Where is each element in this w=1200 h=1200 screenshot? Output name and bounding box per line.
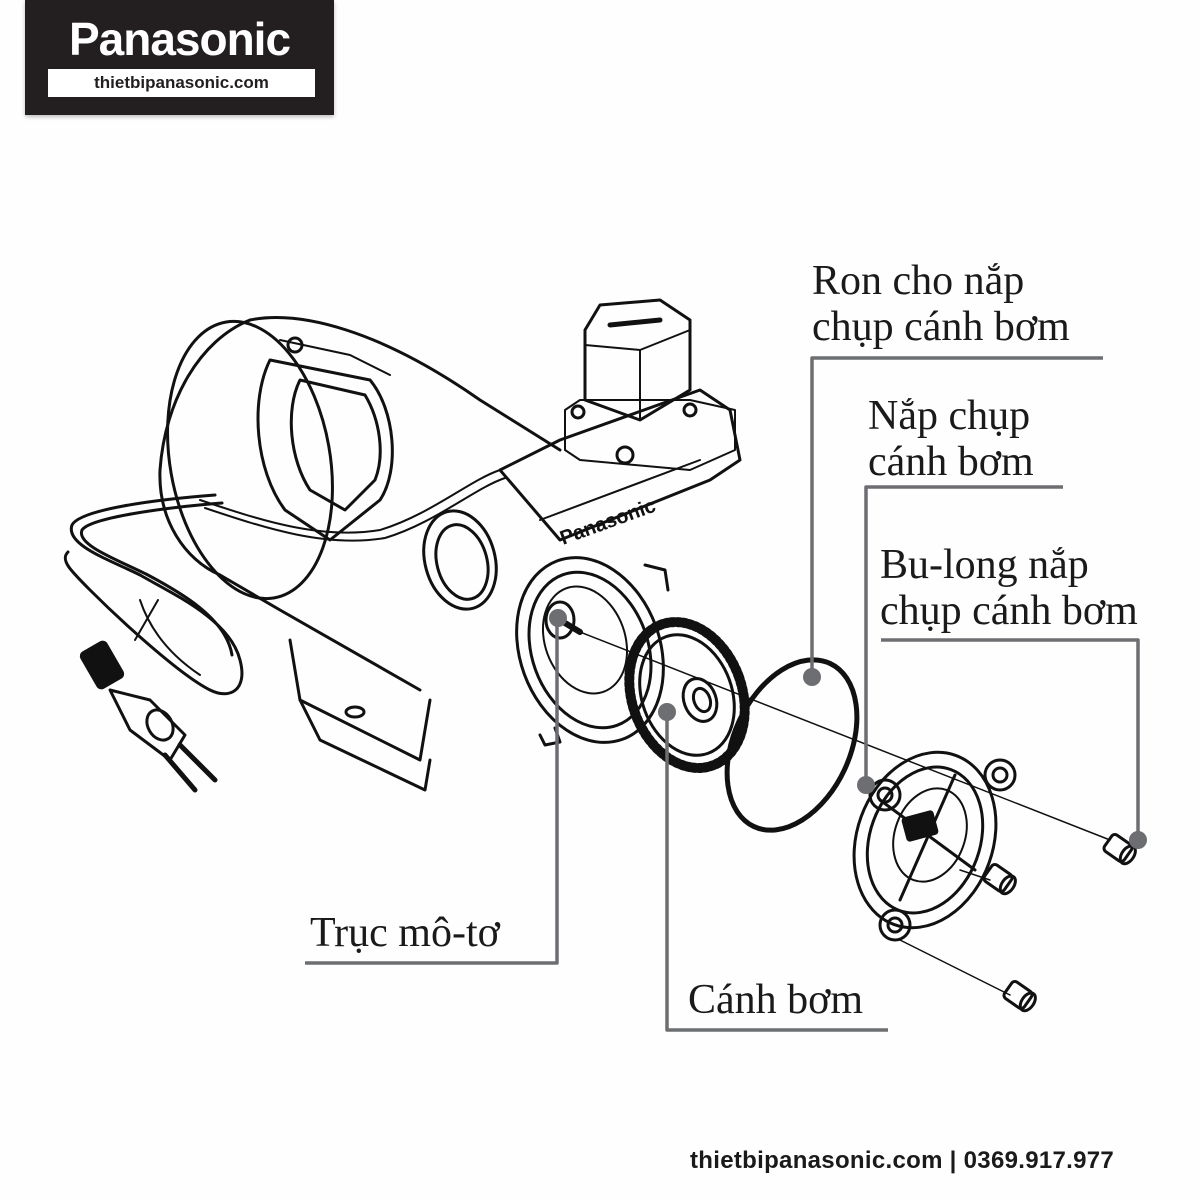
pump-housing-illustration: Panasonic	[422, 298, 742, 747]
label-impeller-cover-line2: cánh bơm	[868, 439, 1034, 485]
callout-dot-motor-shaft	[549, 609, 567, 627]
impeller-cover-illustration	[852, 750, 1017, 942]
label-gasket: Ron cho nắp chụp cánh bơm	[812, 258, 1070, 350]
footer-contact: thietbipanasonic.com | 0369.917.977	[690, 1147, 1115, 1174]
bolt-axis-line	[899, 939, 1011, 996]
leader-gasket	[810, 356, 1103, 675]
leader-impeller	[665, 712, 888, 1032]
callout-dot-cover-bolts	[1129, 831, 1147, 849]
gasket-illustration	[724, 657, 860, 833]
brand-logo-badge: Panasonic thietbipanasonic.com	[25, 0, 334, 115]
label-cover-bolts-line2: chụp cánh bơm	[880, 588, 1138, 634]
power-cord-illustration	[63, 493, 244, 793]
label-motor-shaft: Trục mô-tơ	[310, 910, 500, 956]
leader-cover-bolts	[881, 638, 1140, 840]
cover-bolts-illustration	[982, 832, 1137, 1013]
leader-impeller-cover	[864, 485, 1063, 782]
label-motor-shaft-line1: Trục mô-tơ	[310, 910, 500, 956]
label-cover-bolts-line1: Bu-long nắp	[880, 542, 1089, 588]
callout-dots	[549, 609, 1147, 849]
housing-emboss-text: Panasonic	[557, 495, 659, 550]
label-gasket-line2: chụp cánh bơm	[812, 304, 1070, 350]
callout-dot-gasket	[803, 668, 821, 686]
label-impeller-cover-line1: Nắp chụp	[868, 393, 1031, 439]
label-impeller: Cánh bơm	[688, 977, 863, 1023]
leader-motor-shaft	[305, 620, 559, 965]
impeller-illustration	[624, 617, 750, 773]
label-impeller-line1: Cánh bơm	[688, 977, 864, 1023]
brand-wordmark: Panasonic	[68, 13, 291, 65]
callout-dot-impeller-cover	[857, 776, 875, 794]
brand-url-badge: thietbipanasonic.com	[48, 69, 315, 97]
assembly-axis-line	[579, 631, 1111, 841]
label-cover-bolts: Bu-long nắp chụp cánh bơm	[880, 542, 1138, 634]
motor-housing-illustration	[158, 316, 562, 792]
callout-leader-lines	[305, 356, 1140, 1032]
label-gasket-line1: Ron cho nắp	[812, 258, 1025, 304]
callout-dot-impeller	[658, 703, 676, 721]
label-impeller-cover: Nắp chụp cánh bơm	[868, 393, 1034, 485]
